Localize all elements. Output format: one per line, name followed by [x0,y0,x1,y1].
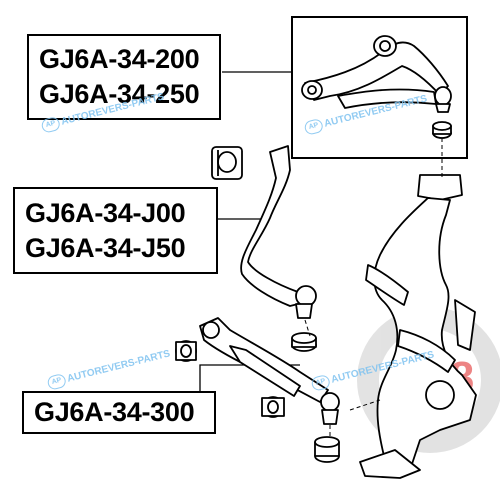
upper-control-arm-drawing [301,35,452,139]
lower-arm-drawing [175,317,340,463]
part-number: GJ6A-34-J00 [25,197,186,228]
label-lower-arm: GJ6A-34-300 [22,391,216,434]
middle-arm-drawing [211,145,317,352]
part-number: GJ6A-34-250 [39,79,200,109]
label-upper-arm: GJ6A-34-200 GJ6A-34-250 [27,34,221,120]
part-number: GJ6A-34-J50 [25,232,186,263]
label-middle-arm: GJ6A-34-J00 GJ6A-34-J50 [13,187,218,274]
part-number: GJ6A-34-200 [39,44,200,74]
steering-knuckle-drawing [359,174,477,479]
assembly-guides [304,138,443,438]
part-number: GJ6A-34-300 [34,397,195,427]
